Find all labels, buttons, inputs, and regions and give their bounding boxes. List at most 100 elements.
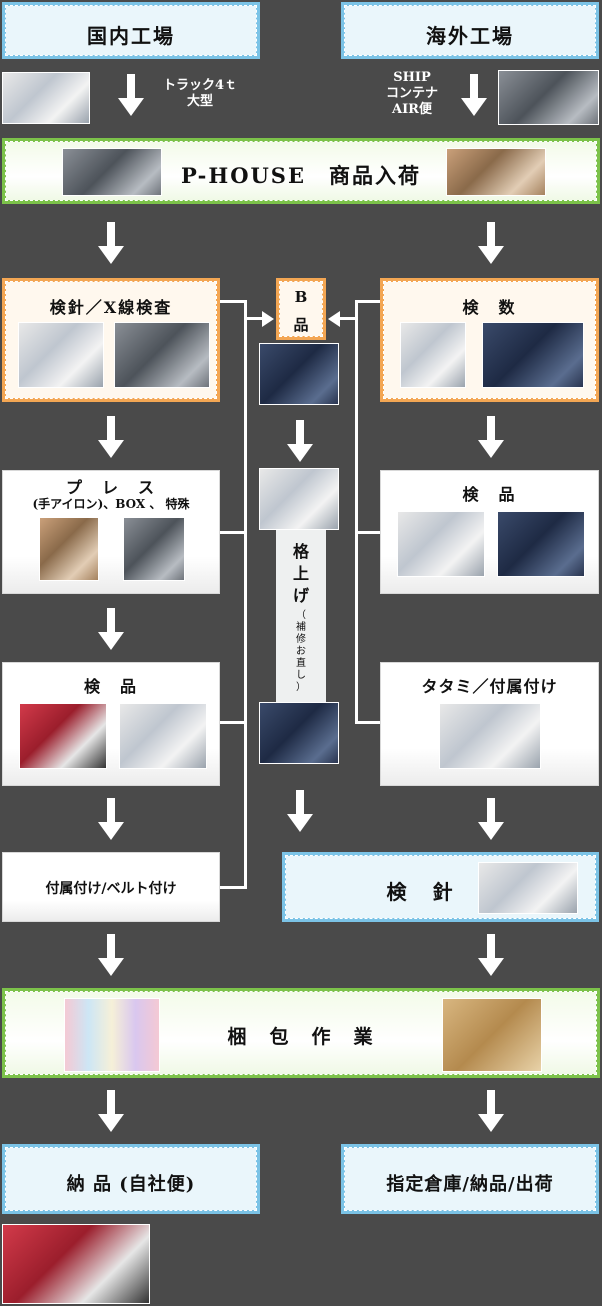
container-photo [498, 70, 599, 125]
repair-char: げ [292, 586, 309, 605]
arrow-down-icon [98, 608, 124, 650]
repair-sub-char: 修 [296, 634, 306, 645]
left-inspection-label: 検 品 [83, 677, 138, 696]
delivery-truck-photo [2, 1224, 150, 1304]
repair-box: 格 上 げ （ 補 修 お 直 し ） [276, 530, 326, 702]
own-delivery-label: 納 品 (自社便) [66, 1174, 196, 1195]
connector-line [355, 300, 381, 303]
press-subtitle: (手アイロン)、BOX 、 特殊 [32, 497, 190, 511]
arrow-left-icon [328, 311, 340, 327]
domestic-factory-box: 国内工場 [2, 2, 260, 59]
connector-line [244, 317, 264, 320]
connector-line [220, 531, 246, 534]
sewing-machine-photo [259, 468, 339, 530]
folding-label: タタミ／付属付け [421, 677, 558, 696]
repair-sub-char: （ [296, 610, 306, 621]
transport-truck-text: トラック4ｔ [162, 78, 238, 93]
repair-char: 格 [292, 542, 309, 561]
xray-machine-photo [18, 322, 104, 388]
arrow-down-icon [98, 416, 124, 458]
receiving-label: P-HOUSE 商品入荷 [181, 163, 421, 188]
overseas-factory-label: 海外工場 [426, 24, 514, 48]
right-inspection-label: 検 品 [462, 485, 517, 504]
accessories-belt-box: 付属付け/ベルト付け [2, 852, 220, 922]
inspection-xray-label: 検針／X線検査 [49, 298, 173, 317]
stock-photo [446, 148, 546, 196]
b-grade-box: B 品 [276, 278, 326, 340]
repair-sub-char: ） [296, 682, 306, 693]
press-box: プ レ ス (手アイロン)、BOX 、 特殊 [2, 470, 220, 594]
domestic-factory-label: 国内工場 [87, 24, 175, 48]
connector-line [220, 721, 246, 724]
jackets-photo [497, 511, 585, 577]
white-shirts-photo [397, 511, 485, 577]
warehouse-delivery-box: 指定倉庫/納品/出荷 [341, 1144, 599, 1214]
arrow-down-icon [98, 222, 124, 264]
receiving-box: P-HOUSE 商品入荷 [2, 138, 600, 204]
count-worker-photo [400, 322, 466, 388]
domestic-transport-label: トラック4ｔ 大型 [150, 78, 250, 110]
xray-room-photo [114, 322, 210, 388]
needle-check-box: 検 針 [282, 852, 599, 922]
count-garments-photo [482, 322, 584, 388]
overseas-factory-box: 海外工場 [341, 2, 599, 59]
arrow-down-icon [287, 420, 313, 462]
packing-box: 梱 包 作 業 [2, 988, 600, 1078]
accessories-belt-label: 付属付け/ベルト付け [45, 881, 177, 897]
overseas-transport-label: SHIP コンテナ AIR便 [362, 70, 462, 118]
cardboard-boxes-photo [442, 998, 542, 1072]
left-inspection-box: 検 品 [2, 662, 220, 786]
arrow-down-icon [461, 74, 487, 116]
arrow-down-icon [287, 790, 313, 832]
connector-line [355, 721, 381, 724]
arrow-down-icon [478, 934, 504, 976]
warehouse-delivery-label: 指定倉庫/納品/出荷 [386, 1174, 554, 1195]
connector-line [244, 300, 247, 889]
inspection-table-photo [19, 703, 107, 769]
press-title: プ レ ス [65, 478, 156, 497]
connector-line [355, 531, 381, 534]
arrow-down-icon [98, 1090, 124, 1132]
truck-photo [2, 72, 90, 124]
connector-line [220, 886, 246, 889]
repair-sub-char: お [296, 646, 306, 657]
repair-worker-photo [259, 702, 339, 764]
needle-check-label: 検 針 [386, 880, 456, 904]
needle-detector-photo [478, 862, 578, 914]
transport-ship-text: SHIP [393, 70, 431, 85]
b-grade-label-1: B [294, 288, 308, 306]
inspection-worker-photo [119, 703, 207, 769]
transport-large-text: 大型 [186, 94, 213, 109]
arrow-down-icon [98, 798, 124, 840]
b-grade-label-2: 品 [293, 316, 309, 334]
connector-line [220, 300, 246, 303]
connector-line [340, 317, 357, 320]
folding-box: タタミ／付属付け [380, 662, 599, 786]
b-grade-photo [259, 343, 339, 405]
count-check-box: 検 数 [380, 278, 599, 402]
transport-container-text: コンテナ [385, 86, 438, 101]
folding-room-photo [439, 703, 541, 769]
arrow-down-icon [478, 798, 504, 840]
arrow-down-icon [98, 934, 124, 976]
arrow-down-icon [118, 74, 144, 116]
repair-sub-char: し [296, 670, 306, 681]
packed-garments-photo [64, 998, 160, 1072]
right-inspection-box: 検 品 [380, 470, 599, 594]
connector-line [355, 300, 358, 724]
press-worker-photo [123, 517, 185, 581]
arrow-down-icon [478, 1090, 504, 1132]
repair-sub-char: 補 [296, 622, 306, 633]
repair-char: 上 [292, 564, 309, 583]
arrow-down-icon [478, 222, 504, 264]
inspection-xray-box: 検針／X線検査 [2, 278, 220, 402]
own-delivery-box: 納 品 (自社便) [2, 1144, 260, 1214]
warehouse-photo [62, 148, 162, 196]
packing-label: 梱 包 作 業 [227, 1026, 375, 1048]
repair-sub-char: 直 [296, 658, 306, 669]
press-machine-photo [39, 517, 99, 581]
arrow-down-icon [478, 416, 504, 458]
transport-air-text: AIR便 [392, 102, 432, 117]
count-check-label: 検 数 [462, 298, 517, 317]
arrow-right-icon [262, 311, 274, 327]
